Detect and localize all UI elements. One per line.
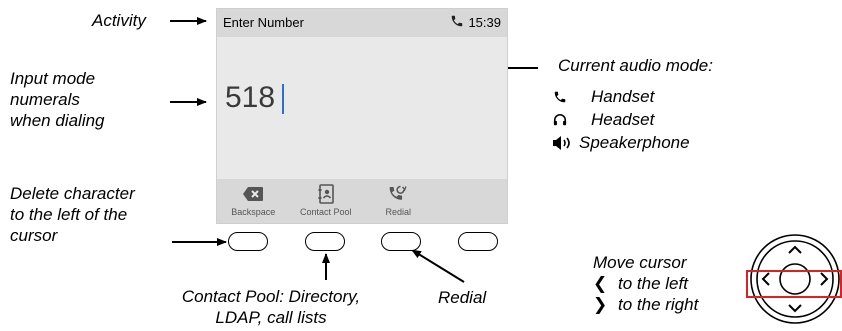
legend-speakerphone: Speakerphone (553, 132, 690, 153)
dialed-number: 518 (225, 81, 276, 114)
hardware-key-1[interactable] (228, 232, 268, 251)
softkey-backspace[interactable]: Backspace (217, 179, 290, 223)
navigation-cluster[interactable] (748, 232, 842, 326)
chevron-right-icon: ❯ (593, 295, 608, 314)
nav-down-icon (788, 304, 802, 313)
legend-headset: Headset (553, 109, 654, 130)
status-time-group: 15:39 (450, 14, 501, 31)
move-cursor-annotation: Move cursor (593, 253, 687, 272)
redial-arrow (411, 249, 465, 283)
activity-label: Enter Number (223, 15, 304, 30)
contact-pool-annotation: Contact Pool: Directory, LDAP, call list… (181, 287, 361, 327)
status-bar: Enter Number 15:39 (217, 9, 507, 37)
handset-icon (553, 90, 579, 104)
nav-right-icon (820, 272, 829, 286)
hardware-key-3[interactable] (381, 232, 421, 251)
softkey-label: Contact Pool (299, 207, 352, 217)
hardware-key-4[interactable] (458, 232, 498, 251)
softkey-label: Backspace (231, 207, 276, 217)
legend-handset: Handset (553, 86, 654, 107)
chevron-left-icon: ❮ (593, 274, 608, 293)
phone-display: Enter Number 15:39 518 Backspace Contact… (216, 8, 508, 224)
softkey-contact-pool[interactable]: Contact Pool (290, 179, 363, 223)
redial-annotation: Redial (438, 288, 487, 307)
input-mode-annotation: Input mode numerals when dialing (10, 69, 105, 130)
contact-pool-icon (318, 183, 334, 205)
cursor-left-annotation: ❮ to the left (593, 274, 688, 293)
activity-annotation: Activity (92, 11, 146, 30)
redial-icon (388, 183, 408, 205)
softkey-bar: Backspace Contact Pool Redial (217, 179, 508, 223)
clock-time: 15:39 (468, 15, 501, 30)
softkey-empty[interactable] (435, 179, 508, 223)
nav-ok-button (779, 263, 811, 295)
nav-up-icon (788, 245, 802, 254)
headset-icon (553, 113, 579, 127)
hardware-key-2[interactable] (305, 232, 345, 251)
cursor-right-annotation: ❯ to the right (593, 295, 699, 314)
softkey-redial[interactable]: Redial (362, 179, 435, 223)
audio-mode-annotation: Current audio mode: (558, 56, 713, 75)
nav-left-icon (761, 272, 770, 286)
nav-left-right-highlight (746, 270, 842, 298)
backspace-icon (242, 183, 264, 205)
speaker-icon (553, 135, 579, 150)
softkey-label: Redial (385, 207, 411, 217)
handset-icon (450, 14, 464, 31)
text-cursor (282, 84, 284, 114)
delete-annotation: Delete character to the left of the curs… (10, 184, 135, 245)
